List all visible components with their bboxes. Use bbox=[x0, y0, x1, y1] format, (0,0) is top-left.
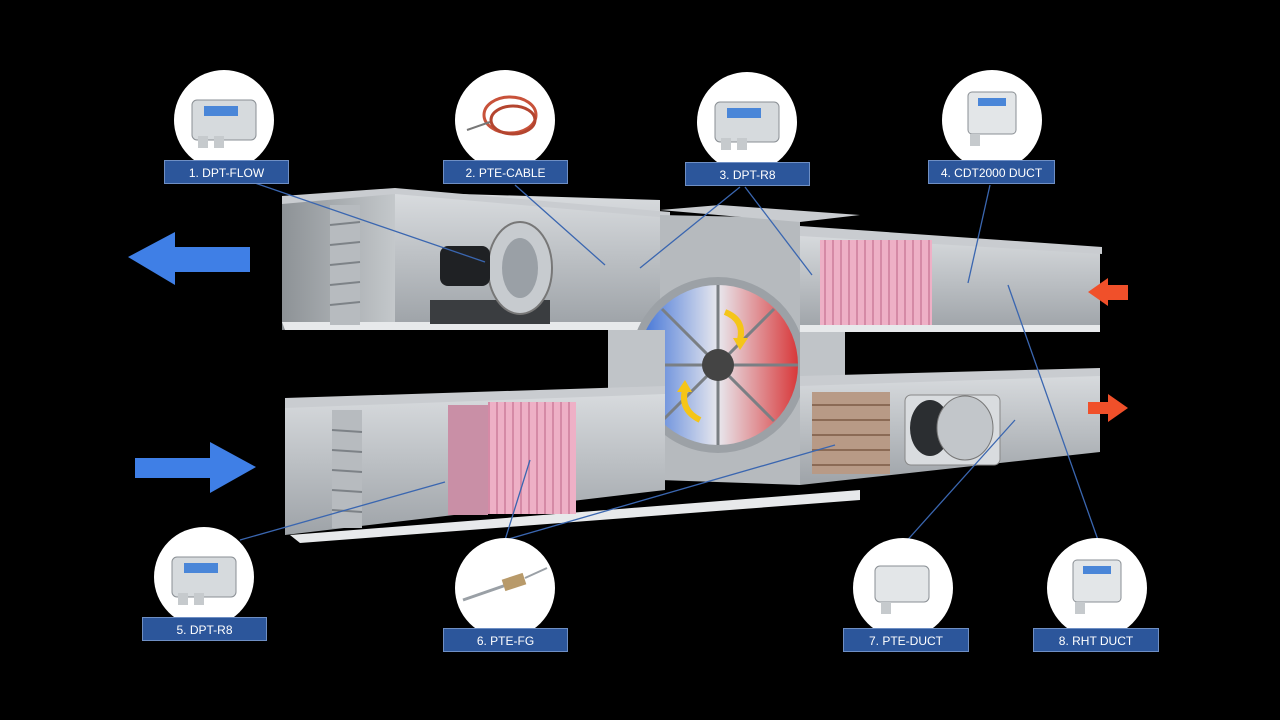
supply-fan bbox=[904, 394, 1001, 466]
callout-label-6: 6. PTE-FG bbox=[443, 628, 568, 652]
leader-lines bbox=[239, 181, 1099, 546]
pressure-transmitter-icon bbox=[191, 99, 257, 148]
supply-air-arrow-left bbox=[135, 442, 256, 493]
upper-left-duct bbox=[282, 188, 670, 330]
callout-label-5: 5. DPT-R8 bbox=[142, 617, 267, 641]
bubble-rht-duct bbox=[1047, 538, 1147, 638]
callout-label-8: 8. RHT DUCT bbox=[1033, 628, 1159, 652]
exhaust-fan bbox=[430, 221, 553, 324]
probe-sensor-icon bbox=[462, 567, 548, 602]
bubble-dpt-r8-bottom bbox=[154, 527, 254, 627]
leader-6b bbox=[504, 444, 836, 541]
upper-right-duct bbox=[800, 226, 1102, 332]
duct-transmitter-icon bbox=[1072, 559, 1122, 614]
leader-7 bbox=[902, 419, 1016, 546]
leader-6a bbox=[504, 459, 531, 541]
callout-label-7: 7. PTE-DUCT bbox=[843, 628, 969, 652]
duct-transmitter-icon bbox=[967, 91, 1017, 146]
bubble-dpt-flow bbox=[174, 70, 274, 170]
leader-3a bbox=[639, 186, 741, 269]
bubble-cdt2000-duct bbox=[942, 70, 1042, 170]
filter-bank-top bbox=[820, 240, 932, 325]
lower-right-duct bbox=[800, 368, 1100, 485]
outdoor-air-arrow-right bbox=[1088, 278, 1128, 306]
damper-bottom-left bbox=[331, 410, 363, 528]
heating-coil bbox=[812, 392, 890, 474]
bubble-pte-cable bbox=[455, 70, 555, 170]
callout-label-4: 4. CDT2000 DUCT bbox=[928, 160, 1055, 184]
filter-bank-bottom bbox=[488, 402, 576, 514]
leader-2 bbox=[514, 184, 606, 266]
return-air-arrow-right bbox=[1088, 394, 1128, 422]
duct-transmitter-icon bbox=[874, 565, 930, 614]
pressure-transmitter-icon bbox=[714, 101, 780, 150]
exhaust-air-arrow-left bbox=[128, 232, 250, 285]
leader-8 bbox=[1007, 284, 1099, 541]
callout-label-1: 1. DPT-FLOW bbox=[164, 160, 289, 184]
damper-top-left bbox=[329, 205, 361, 325]
rotary-heat-exchanger bbox=[630, 205, 860, 485]
leader-1 bbox=[251, 181, 486, 263]
lower-left-duct bbox=[285, 386, 860, 543]
pressure-transmitter-icon bbox=[171, 556, 237, 605]
callout-label-3: 3. DPT-R8 bbox=[685, 162, 810, 186]
rotation-arrow-top bbox=[723, 309, 744, 341]
leader-3b bbox=[744, 186, 813, 276]
bubble-dpt-r8-top bbox=[697, 72, 797, 172]
leader-5 bbox=[239, 481, 446, 541]
cable-sensor-icon bbox=[466, 95, 538, 136]
callout-label-2: 2. PTE-CABLE bbox=[443, 160, 568, 184]
bubble-pte-duct bbox=[853, 538, 953, 638]
rotation-arrow-bottom bbox=[681, 389, 702, 423]
bubble-pte-fg bbox=[455, 538, 555, 638]
leader-4 bbox=[967, 184, 991, 284]
